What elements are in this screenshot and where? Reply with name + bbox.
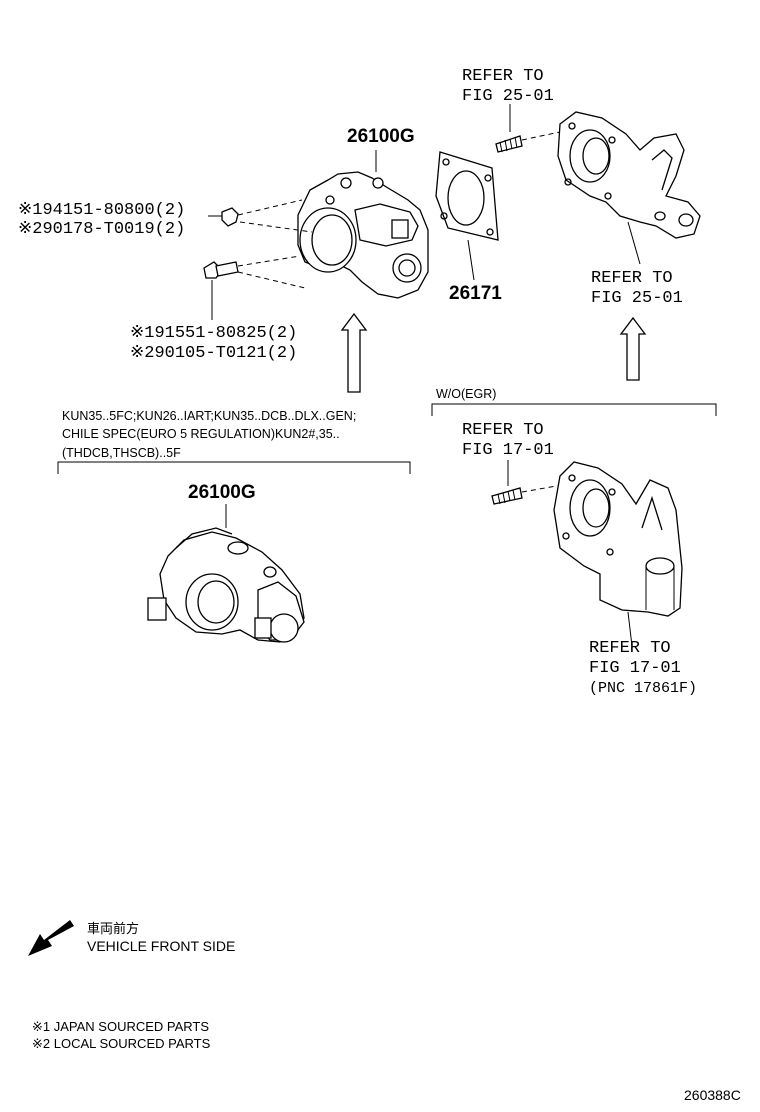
- stud-ref-top-2: FIG 25-01: [462, 87, 554, 106]
- legend-1: ※1 JAPAN SOURCED PARTS: [32, 1019, 209, 1034]
- arrow-up-icon-right: [619, 316, 647, 381]
- intake-manifold-top[interactable]: [557, 111, 701, 265]
- wo-egr-manifold-ref-2: FIG 17-01: [589, 659, 681, 678]
- front-label-en: VEHICLE FRONT SIDE: [87, 938, 235, 954]
- legend-2: ※2 LOCAL SOURCED PARTS: [32, 1036, 211, 1051]
- bolt-a-ref-2: ※290178-T0019(2): [18, 220, 185, 239]
- manifold-ref-top-2: FIG 25-01: [591, 289, 683, 308]
- bolt-b-ref-1: ※191551-80825(2): [130, 324, 297, 343]
- variant-throttle-body[interactable]: [147, 504, 305, 643]
- stud-ref-top-1: REFER TO: [462, 67, 544, 86]
- bolt-b[interactable]: [203, 255, 306, 320]
- gasket-part-number: 26171: [449, 283, 502, 304]
- wo-egr-stud-ref-1: REFER TO: [462, 421, 544, 440]
- bolt-a[interactable]: [208, 199, 313, 233]
- top-throttle-body[interactable]: [297, 150, 429, 299]
- variant-condition-3: (THDCB,THSCB)..5F: [62, 446, 181, 460]
- variant-bracket: [57, 461, 411, 474]
- figure-code: 260388C: [684, 1087, 741, 1103]
- gasket[interactable]: [435, 151, 499, 281]
- variant-condition-1: KUN35..5FC;KUN26..IART;KUN35..DCB..DLX..…: [62, 409, 356, 423]
- manifold-ref-top-1: REFER TO: [591, 269, 673, 288]
- front-label-jp: 車両前方: [87, 921, 139, 936]
- wo-egr-manifold-ref-1: REFER TO: [589, 639, 671, 658]
- variant-condition-2: CHILE SPEC(EURO 5 REGULATION)KUN2#,35..: [62, 427, 340, 441]
- front-arrow-icon: [28, 920, 74, 956]
- wo-egr-manifold-ref-3: (PNC 17861F): [589, 680, 697, 697]
- bolt-b-ref-2: ※290105-T0121(2): [130, 344, 297, 363]
- bolt-a-ref-1: ※194151-80800(2): [18, 201, 185, 220]
- arrow-up-icon: [340, 312, 368, 393]
- wo-egr-stud-ref-2: FIG 17-01: [462, 441, 554, 460]
- top-assembly-part-number: 26100G: [347, 126, 415, 147]
- intake-manifold-bottom[interactable]: [553, 461, 683, 647]
- variant-part-number: 26100G: [188, 482, 256, 503]
- wo-egr-bracket: [431, 403, 717, 416]
- stud-top[interactable]: [495, 104, 561, 153]
- wo-egr-label: W/O(EGR): [436, 387, 496, 401]
